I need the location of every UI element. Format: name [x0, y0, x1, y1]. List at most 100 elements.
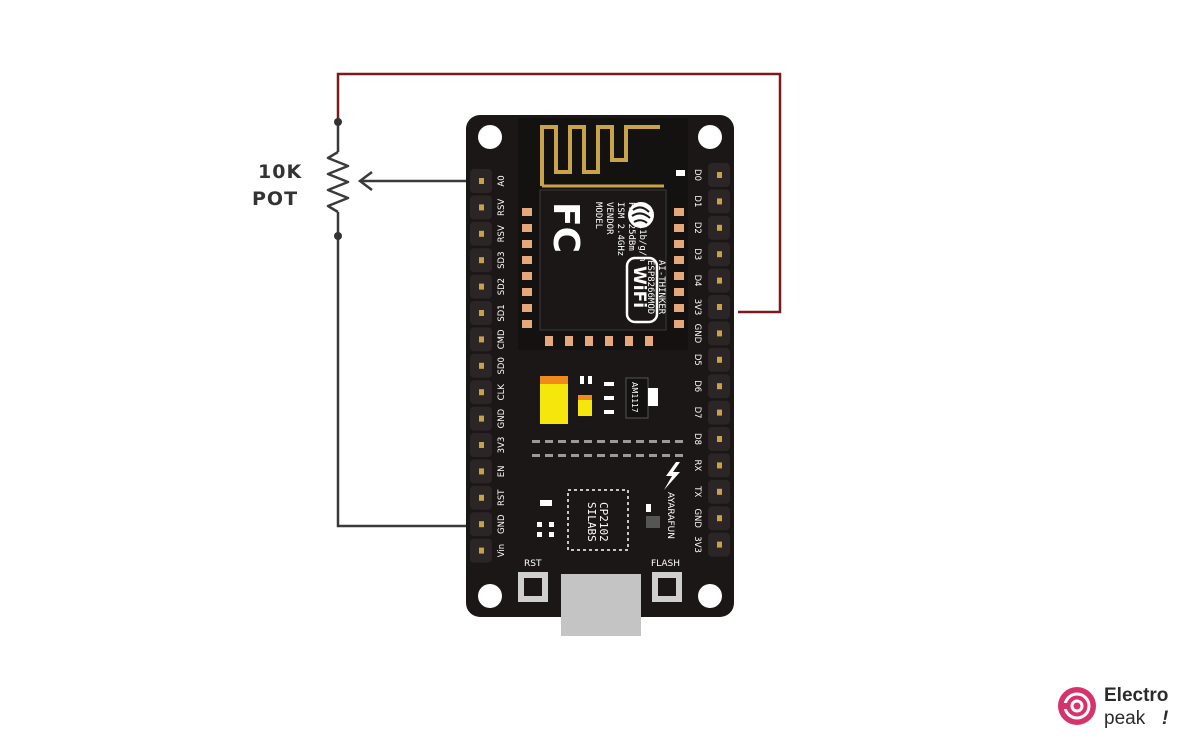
smd-dot [558, 454, 566, 457]
module-pad [522, 208, 532, 216]
right-pin-tip [717, 436, 722, 442]
smd-dot [636, 454, 644, 457]
smd-dot [597, 440, 605, 443]
maker-label: AYARAFUN [665, 492, 675, 539]
flash-button-label: FLASH [651, 559, 680, 569]
mount-hole-br [698, 584, 722, 608]
right-pin-label: D3 [692, 248, 702, 260]
esp8266-module: FC MODEL VENDOR ISM 2.4GHz PA +25dBm 802… [518, 118, 688, 350]
module-pad [674, 224, 684, 232]
left-pin-label: EN [497, 466, 507, 478]
left-pin-label: CMD [497, 329, 507, 349]
module-pad [522, 256, 532, 264]
mount-hole-tl [478, 125, 502, 149]
module-text: MODEL VENDOR ISM 2.4GHz PA +25dBm 802.11… [593, 202, 666, 315]
pot-resistor-zigzag [326, 150, 350, 214]
right-pin-label: GND [692, 508, 702, 528]
left-pin-label: Vin [497, 544, 507, 557]
brand-name-line2: peak [1104, 708, 1146, 729]
right-pin-tip [717, 409, 722, 416]
left-pin-tip [479, 547, 484, 554]
usb-chip-outline [567, 489, 629, 551]
pot-top-terminal [334, 118, 342, 126]
left-pin-tip [479, 283, 484, 290]
smd-dot [662, 440, 670, 443]
usb-connector[interactable] [561, 574, 641, 636]
usb-chip [574, 496, 622, 544]
module-pad [605, 336, 613, 346]
left-pin-tip [479, 362, 484, 369]
right-pin-label: RX [692, 460, 702, 472]
left-pin-tip [479, 336, 484, 343]
mount-hole-tr [698, 125, 722, 149]
right-pin-label: D1 [692, 195, 702, 207]
right-pin-tip [717, 251, 722, 258]
module-smd-part [676, 170, 685, 176]
right-pin-label: TX [692, 485, 702, 497]
module-pad [565, 336, 573, 346]
brand-name-line1: Electro [1104, 685, 1168, 706]
rst-button-label: RST [524, 559, 542, 569]
smd-dot [584, 440, 592, 443]
left-pin-label: SD1 [497, 304, 507, 321]
left-pin-header [470, 169, 492, 563]
smd-dot [571, 454, 579, 457]
module-pad [674, 288, 684, 296]
module-text-vendor: VENDOR [604, 202, 614, 235]
wifi-logo-box [625, 256, 659, 324]
right-pin-tip [717, 172, 722, 178]
module-pad [585, 336, 593, 346]
smd-dot [532, 440, 540, 443]
left-pin-label: SD2 [497, 278, 507, 295]
right-pin-tip [717, 383, 722, 390]
left-pin-tip [479, 389, 484, 396]
smd-dot [545, 454, 553, 457]
module-pad [674, 304, 684, 312]
nodemcu-board: A0RSVRSVSD3SD2SD1CMDSD0CLKGND3V3ENRSTGND… [466, 115, 734, 636]
right-pin-label: D2 [692, 222, 702, 234]
pot-type-label: POT [252, 188, 298, 210]
right-pin-tip [717, 356, 722, 363]
module-text-standard: 802.11b/g/n [637, 202, 647, 262]
right-pin-header [708, 163, 730, 557]
smd-dot [623, 454, 631, 457]
right-pin-label: D6 [692, 380, 702, 392]
fcc-logo: FC [545, 202, 586, 253]
left-pin-labels: A0RSVRSVSD3SD2SD1CMDSD0CLKGND3V3ENRSTGND… [497, 175, 507, 557]
left-pin-tip [479, 257, 484, 264]
smd-dot-rows [532, 440, 683, 457]
smd-dot [623, 440, 631, 443]
ground-wire [336, 236, 468, 528]
antenna-trace [540, 125, 660, 186]
fcc-logo-box [548, 198, 584, 258]
module-pad [674, 272, 684, 280]
left-pin-tip [479, 494, 484, 501]
brand-logo: Electro peak ! [1058, 685, 1168, 729]
brand-mark: ! [1162, 708, 1168, 729]
module-pad [522, 240, 532, 248]
module-pad [522, 272, 532, 280]
left-pin-label: SD3 [497, 252, 507, 269]
right-pin-label: 3V3 [692, 299, 702, 316]
module-model-value: ESP8266MOD [645, 260, 655, 314]
usb-chip-line2: CP2102 [597, 502, 610, 542]
left-pin-label: CLK [497, 384, 507, 401]
left-pin-tip [479, 415, 484, 422]
wifi-logo: WiFi [629, 266, 649, 308]
right-pin-tip [717, 198, 722, 205]
module-pad [645, 336, 653, 346]
left-pin-tip [479, 442, 484, 448]
right-pin-tip [717, 277, 722, 284]
right-pin-label: D7 [692, 407, 702, 419]
right-pin-tip [717, 330, 722, 337]
left-pin-tip [479, 310, 484, 316]
right-pin-tip [717, 462, 722, 469]
module-vendor-value: AI-THINKER [656, 260, 666, 315]
left-pin-label: GND [497, 408, 507, 428]
module-pad [625, 336, 633, 346]
smd-dot [545, 440, 553, 443]
potentiometer: 10K POT [252, 118, 350, 240]
smd-dot [558, 440, 566, 443]
